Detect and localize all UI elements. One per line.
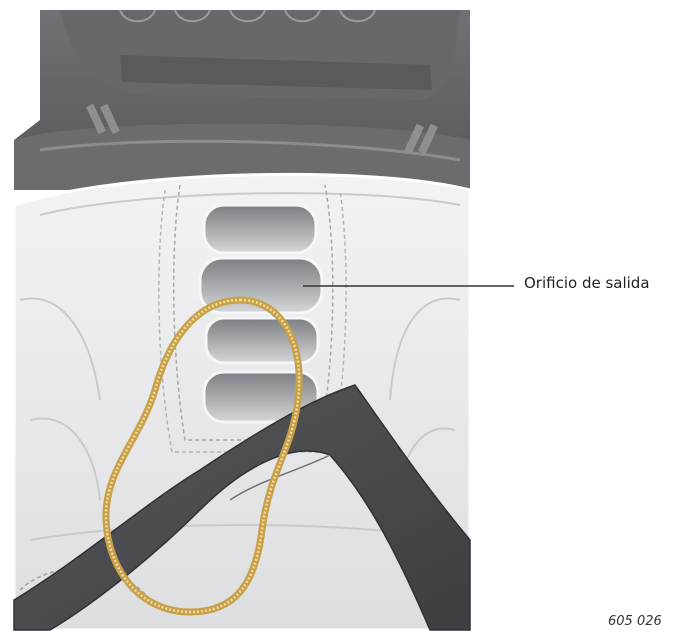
slot-3 xyxy=(206,318,318,363)
figure-id: 605 026 xyxy=(608,614,662,629)
exit-slots xyxy=(200,205,322,422)
callout-label: Orificio de salida xyxy=(524,274,650,292)
slot-1 xyxy=(204,205,316,253)
headrest-section xyxy=(14,10,470,190)
